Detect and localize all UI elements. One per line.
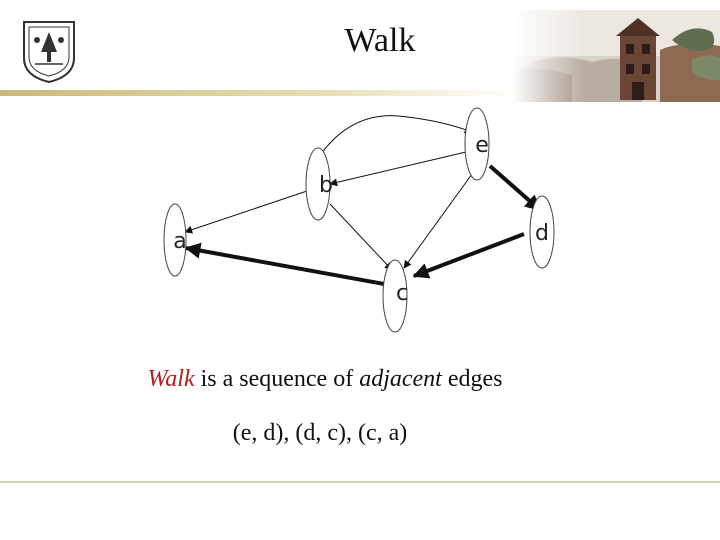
walk-graph: a b c d e [0,100,720,350]
node-label-b: b [319,173,333,198]
edge-e-b [330,152,466,184]
node-a: a [164,204,187,276]
node-label-c: c [396,281,408,306]
walk-term: Walk [147,366,194,392]
edge-e-c [404,174,472,268]
footer-rule [0,481,720,483]
edge-b-c [330,204,392,270]
node-b: b [306,148,333,220]
walk-example: (e, d), (d, c), (c, a) [0,420,640,447]
node-e: e [465,108,489,180]
adjacent-emphasis: adjacent [359,366,442,392]
node-label-e: e [475,133,489,158]
edge-c-a [186,248,384,284]
node-label-d: d [535,221,549,246]
definition-text-1: is a sequence of [195,366,360,392]
edge-b-a [185,190,310,232]
header-rule [0,90,520,96]
edge-e-d [490,166,540,210]
node-d: d [530,196,554,268]
walk-definition: Walk is a sequence of adjacent edges [0,366,650,393]
edge-d-c [414,234,524,276]
campus-building-photo [512,10,720,102]
node-c: c [383,260,408,332]
edge-b-e [318,116,472,158]
definition-text-2: edges [442,366,503,392]
node-label-a: a [173,229,186,254]
